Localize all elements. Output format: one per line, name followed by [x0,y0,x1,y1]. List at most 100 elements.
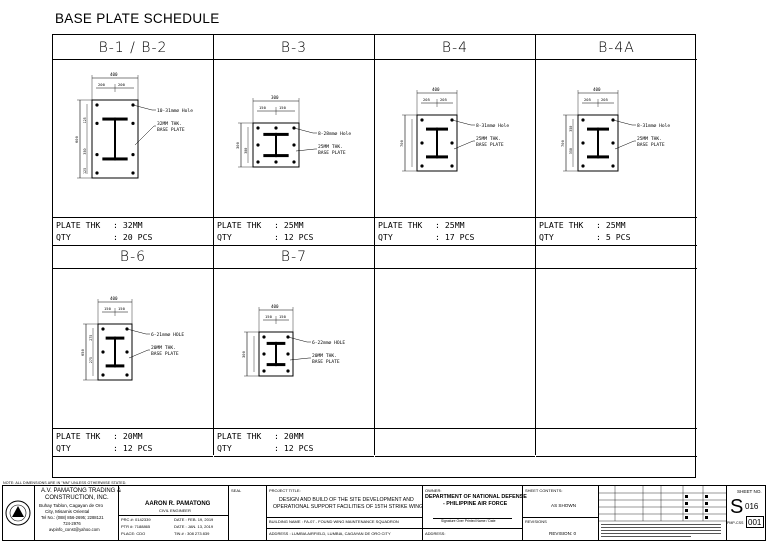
bolt-hole [256,143,260,147]
bolt-hole [95,121,99,125]
project-title-2: OPERATIONAL SUPPORT FACILITIES OF 15TH S… [273,504,423,510]
tin-number: TIN # : 308 273 839 [174,531,210,536]
owner-cell: OWNER: DEPARTMENT OF NATIONAL DEFENSE - … [423,486,527,540]
company-phone: Tel No.: (088) 856-2695; 2288121 [41,515,104,520]
plate-thk-label: PLATE THK [56,431,101,441]
sheet-letter: S [730,496,744,518]
bolt-hole [131,171,135,175]
owner-name-2: - PHILIPPINE AIR FORCE [443,501,508,507]
engineer-role: CIVIL ENGINEER [159,508,191,513]
plate-mark-header: B-4A [536,35,697,60]
bolt-hole [274,126,278,130]
height-segment-1: 275 [89,335,93,341]
plate-drawing-area [536,268,697,428]
base-plate-callout: BASE PLATE [312,359,340,365]
bolt-hole [420,164,424,168]
bolt-hole [262,335,266,339]
schedule-title: BASE PLATE SCHEDULE [55,11,220,26]
height-segment-2: 350 [569,148,573,154]
ptr-date: DATE : JAN. 13, 2019 [174,524,214,529]
company-name-2: CONSTRUCTION, INC. [45,495,109,501]
thickness-callout: 25MM THK. [637,136,662,142]
plate-width-dim: 400 [271,304,279,309]
revisions-label: REVISIONS [525,519,547,524]
bolt-hole [95,153,99,157]
base-plate-callout: BASE PLATE [157,127,185,133]
qty-value: : 12 PCS [274,232,314,242]
base-plate-callout: BASE PLATE [476,142,504,148]
thickness-callout: 25MM THK. [476,136,501,142]
owner-label: OWNER: [425,488,442,493]
bolt-hole [101,373,105,377]
prc-date: DATE : FEB. 19, 2019 [174,517,214,522]
plate-thk-value: : 25MM [435,220,465,230]
plate-drawing-area [375,268,535,428]
plate-thk-label: PLATE THK [378,220,423,230]
bolt-hole [131,121,135,125]
plate-thk-label: PLATE THK [539,220,584,230]
plate-thk-value: : 20MM [113,431,143,441]
thickness-callout: 20MM THK. [312,353,337,359]
bolt-hole [262,352,266,356]
bolt-hole [611,141,615,145]
plate-mark-header: B-1 / B-2 [53,35,213,60]
bolt-hole [420,118,424,122]
qty-value: : 20 PCS [113,232,153,242]
bolt-hole [292,143,296,147]
bolt-hole [581,164,585,168]
plate-height-dim: 600 [74,135,79,143]
project-cell: PROJECT TITLE: DESIGN AND BUILD OF THE S… [267,486,423,540]
base-plate-callout: BASE PLATE [637,142,665,148]
half-width-dim-a: 150 [104,306,112,311]
bolt-hole [125,373,129,377]
approvals-cell [599,486,727,540]
qty-value: : 12 PCS [113,443,153,453]
bolt-hole [611,164,615,168]
plate-width-dim: 400 [432,87,440,92]
qty-value: : 17 PCS [435,232,475,242]
company-logo-cell [3,486,35,540]
height-segment-3: 125 [83,168,87,174]
bolt-hole [274,160,278,164]
half-width-dim-b: 150 [279,105,287,110]
plate-height-dim: 700 [560,139,565,147]
plate-width-dim: 400 [593,87,601,92]
plate-thk-label: PLATE THK [56,220,101,230]
half-width-dim-a: 205 [423,97,430,102]
qty-value: : 5 PCS [596,232,631,242]
plate-mark-header: B-3 [214,35,374,60]
seal-cell: SEAL [229,486,267,540]
bolt-hole [581,141,585,145]
bolt-hole [450,164,454,168]
hole-callout: 6-22mm⌀ HOLE [312,340,345,346]
half-width-dim-b: 205 [440,97,447,102]
half-width-dim-a: 150 [265,314,273,319]
schedule-cell [536,244,697,457]
bolt-hole [292,160,296,164]
engineer-name: AARON R. PAMATONG [145,501,211,507]
bolt-hole [581,118,585,122]
hole-callout: 8-28mm⌀ Hole [318,131,351,137]
bolt-hole [131,153,135,157]
schedule-cell [375,244,536,457]
plate-mark-header: B-6 [53,244,213,269]
company-phone-2: 724-2976 [63,521,81,526]
qty-value: : 12 PCS [274,443,314,453]
hole-callout: 8-31mm⌀ Hole [476,123,509,129]
height-segment-1: 125 [83,117,87,123]
plate-mark-header: B-7 [214,244,374,269]
half-width-dim-a: 150 [259,105,267,110]
prc-number: PRC #: 0142339 [121,517,151,522]
half-width-dim-b: 150 [279,314,287,319]
